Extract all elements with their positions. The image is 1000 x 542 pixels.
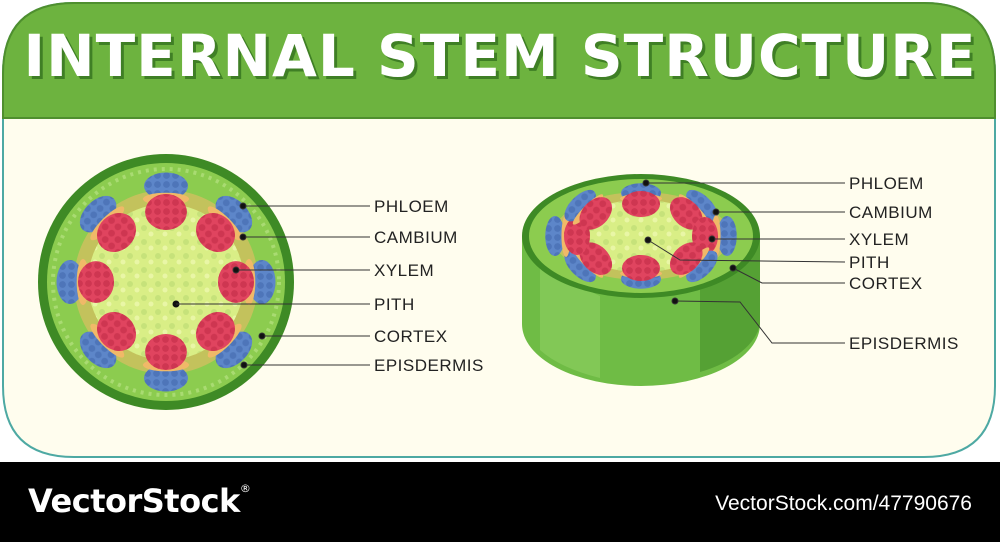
label-pith-left: PITH <box>374 295 415 314</box>
label-phloem-left: PHLOEM <box>374 197 449 216</box>
xylem-cells <box>579 242 613 275</box>
cortex-cells <box>51 167 281 397</box>
phloem-cells <box>564 250 596 283</box>
right-leader-lines <box>642 179 846 344</box>
phloem-cells <box>717 216 737 256</box>
phloem-cells <box>686 250 718 283</box>
leader-pith-right <box>647 239 846 263</box>
phloem-cells <box>144 172 188 200</box>
xylem-cells <box>218 261 254 303</box>
dot-epidermis-right <box>671 297 679 305</box>
cross-section-diagram <box>38 154 294 410</box>
label-epidermis-right: EPISDERMIS <box>849 334 959 353</box>
xylem-cells <box>195 311 236 352</box>
label-cortex-right: CORTEX <box>849 274 923 293</box>
xylem-cells <box>78 261 114 303</box>
dot-phloem-left <box>239 202 247 210</box>
xylem-cells <box>622 191 660 217</box>
leader-cortex-right <box>732 267 845 284</box>
trademark-symbol: ® <box>239 482 251 495</box>
label-phloem-right: PHLOEM <box>849 174 924 193</box>
xylem-cells <box>669 242 703 275</box>
phloem-cells <box>686 189 718 222</box>
xylem-cells <box>145 334 187 370</box>
phloem-cells <box>144 364 188 392</box>
label-xylem-left: XYLEM <box>374 261 434 280</box>
leader-epidermis-right <box>674 300 845 344</box>
dot-cortex-left <box>258 332 266 340</box>
image-url: VectorStock.com/47790676 <box>715 492 972 515</box>
label-cambium-right: CAMBIUM <box>849 203 933 222</box>
xylem-cells <box>622 255 660 281</box>
stem-3d-diagram <box>522 174 760 386</box>
xylem-cells <box>579 197 613 230</box>
stem-side-highlight <box>540 268 600 378</box>
xylem-cells <box>195 212 236 253</box>
dot-phloem-right <box>642 179 650 187</box>
phloem-cells <box>545 216 565 256</box>
xylem-cells <box>669 197 703 230</box>
stem-diagrams: PHLOEM CAMBIUM XYLEM PITH CORTEX EPISDER… <box>38 154 959 410</box>
left-leader-lines <box>176 202 370 369</box>
dot-cambium-right <box>712 208 720 216</box>
dot-epidermis-left <box>240 361 248 369</box>
label-pith-right: PITH <box>849 253 890 272</box>
dot-xylem-left <box>232 266 240 274</box>
footer-bar: VectorStock® VectorStock.com/47790676 <box>0 462 1000 542</box>
dot-xylem-right <box>708 235 716 243</box>
vascular-bundles-3d <box>545 183 737 289</box>
xylem-cells <box>145 194 187 230</box>
phloem-cells <box>564 189 596 222</box>
dot-cortex-right <box>729 264 737 272</box>
dot-cambium-left <box>239 233 247 241</box>
label-xylem-right: XYLEM <box>849 230 909 249</box>
dot-pith-right <box>644 236 652 244</box>
phloem-cells <box>248 260 276 304</box>
phloem-cells <box>56 260 84 304</box>
xylem-cells <box>96 212 137 253</box>
brand-name: VectorStock <box>28 482 240 520</box>
label-cambium-left: CAMBIUM <box>374 228 458 247</box>
xylem-cells <box>96 311 137 352</box>
label-epidermis-left: EPISDERMIS <box>374 356 484 375</box>
vectorstock-logo: VectorStock® <box>28 482 251 520</box>
title-banner <box>2 2 996 119</box>
page-title: INTERNAL STEM STRUCTURE <box>23 22 977 90</box>
label-cortex-left: CORTEX <box>374 327 448 346</box>
